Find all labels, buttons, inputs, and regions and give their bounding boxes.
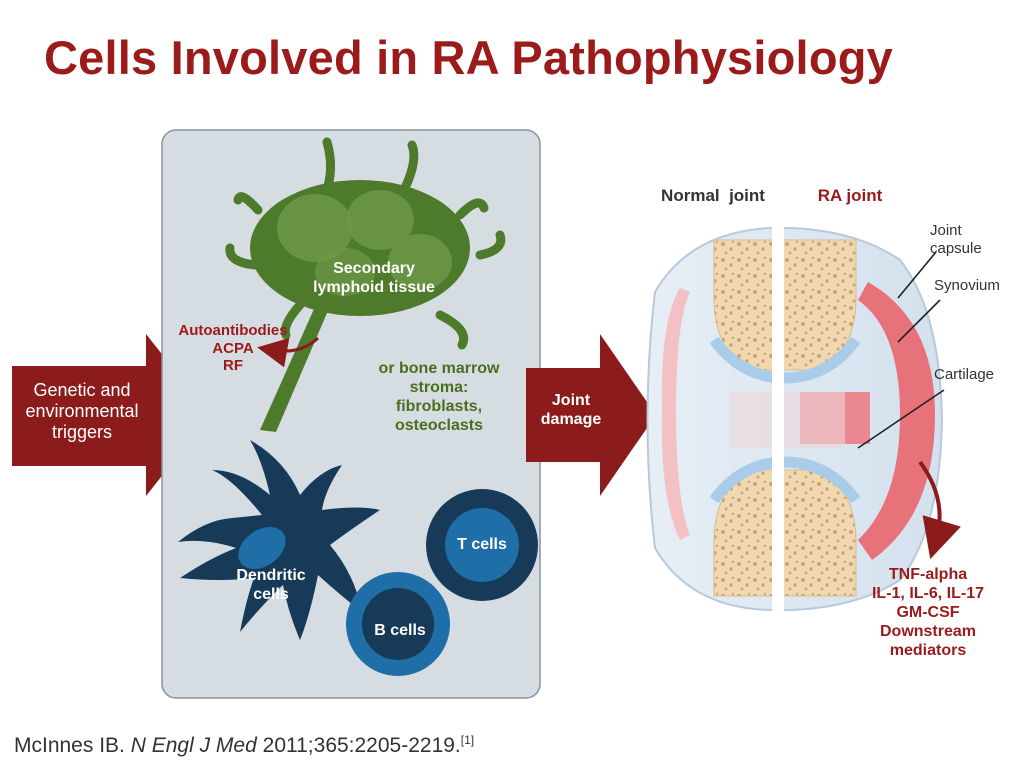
mediator-downstream: Downstream [879,622,977,640]
mediator-tnf: TNF-alpha [888,566,968,583]
citation-ref: 2011;365:2205-2219. [262,734,461,757]
page-title: Cells Involved in RA Pathophysiology [44,31,893,84]
joint-damage-label: Joint damage [540,392,602,428]
stroma-line-1: or bone marrow [378,360,500,377]
b-cells-label: B cells [374,622,426,639]
stroma-line-4: osteoclasts [394,416,484,434]
mediator-gmcsf: GM-CSF [896,603,960,621]
stroma-label: or bone marrow stroma: fibroblasts, oste… [356,360,522,436]
t-cells-label: T cells [457,536,507,553]
joint-illustration [646,226,945,616]
cartilage-label: Cartilage [934,366,995,383]
mediators-arrow [918,460,961,560]
autoantibodies-label: Autoantibodies ACPA RF [166,322,300,375]
triggers-label: Genetic and environmental triggers [25,380,139,443]
joint-capsule-label: Joint capsule [930,222,982,257]
acpa-text: ACPA [212,339,254,357]
triggers-arrow [12,334,210,496]
citation-superscript: [1] [460,733,475,747]
stroma-line-3: fibroblasts, [395,397,483,415]
citation-journal: N Engl J Med [130,734,257,757]
mediator-mediators: mediators [889,641,967,659]
autoantibody-arrow [257,336,320,368]
citation: McInnes IB. N Engl J Med 2011;365:2205-2… [14,733,474,758]
autoantibodies-text: Autoantibodies [178,322,288,339]
lymphoid-tissue-illustration [225,137,506,432]
joint-damage-arrow [526,334,656,496]
rf-text: RF [223,357,243,375]
normal-joint-label: Normal joint [661,186,765,205]
mediators-label: TNF-alpha IL-1, IL-6, IL-17 GM-CSF Downs… [840,566,1016,660]
stroma-line-2: stroma: [409,378,469,396]
synovium-label: Synovium [934,277,1000,294]
ra-joint-label: RA joint [817,186,883,205]
mediator-il: IL-1, IL-6, IL-17 [871,584,984,602]
citation-author: McInnes IB. [14,734,125,757]
dendritic-cells-label: Dendritic cells [236,567,306,603]
lymphoid-tissue-label: Secondary lymphoid tissue [313,260,435,296]
